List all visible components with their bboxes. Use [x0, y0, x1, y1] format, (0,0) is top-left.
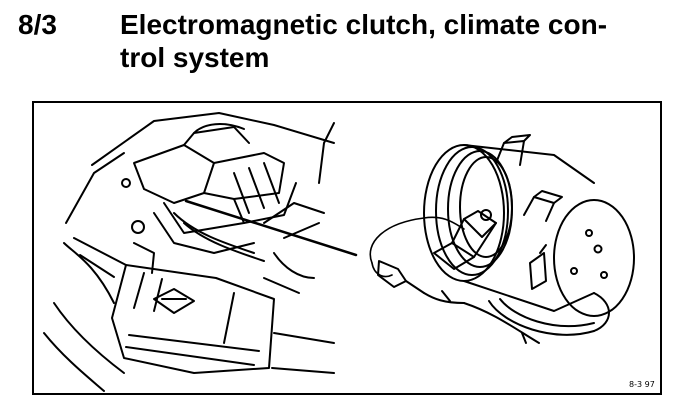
section-title-line-1: Electromagnetic clutch, climate con-: [120, 9, 608, 40]
engine-bay-drawing: [43, 112, 358, 392]
illustration: 8-3 97: [43, 112, 655, 392]
figure-reference: 8-3 97: [629, 380, 655, 389]
section-number: 8/3: [18, 9, 57, 40]
technical-illustration-frame: 8-3 97: [32, 101, 662, 395]
section-title-line-2: trol system: [120, 42, 270, 73]
compressor-drawing: [369, 134, 635, 344]
section-title: Electromagnetic clutch, climate con- tro…: [120, 8, 660, 74]
